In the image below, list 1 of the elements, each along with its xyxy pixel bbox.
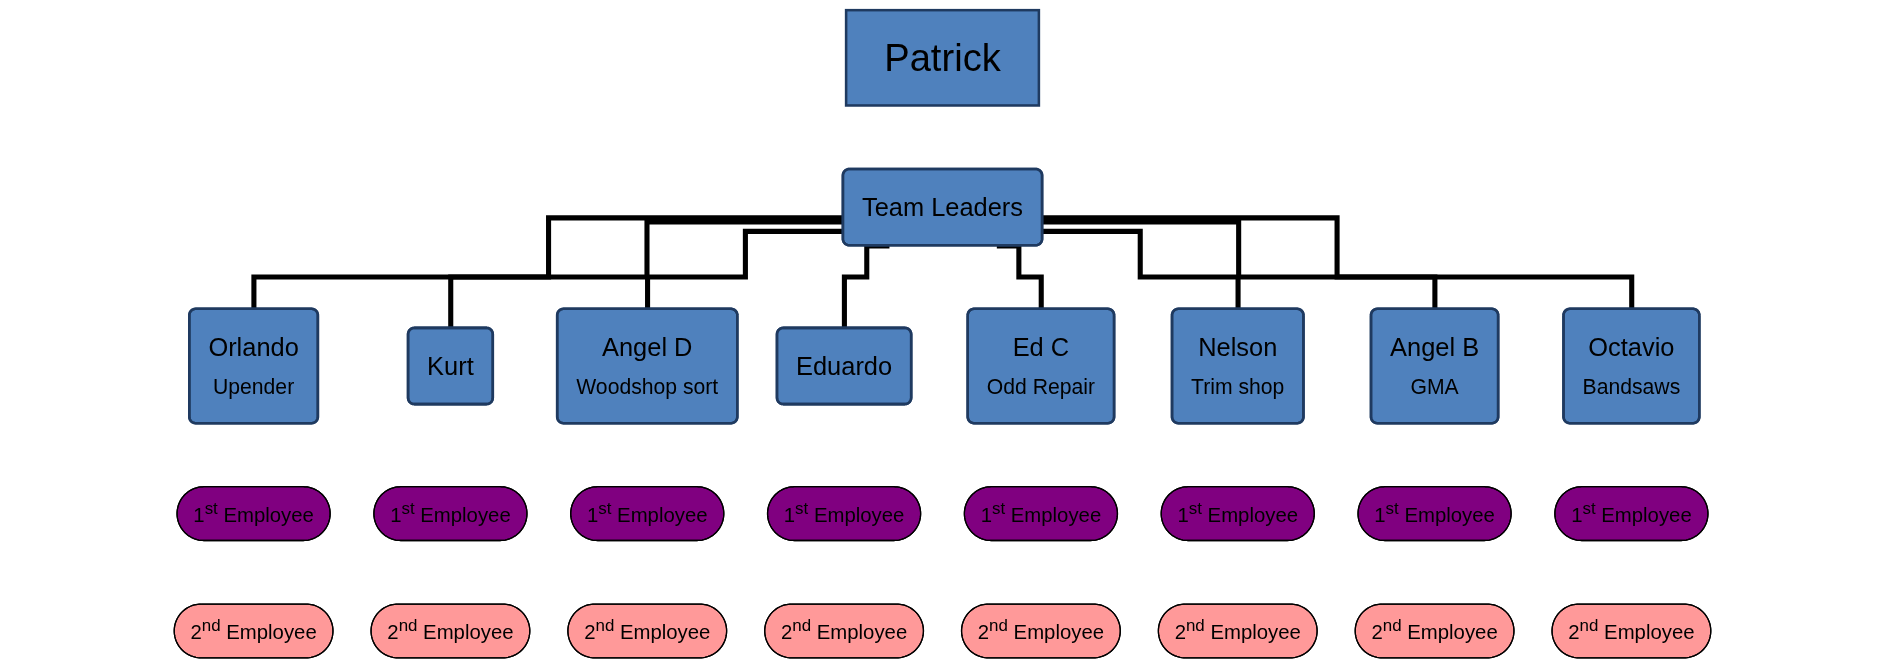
node-box: Patrick	[844, 8, 1041, 107]
